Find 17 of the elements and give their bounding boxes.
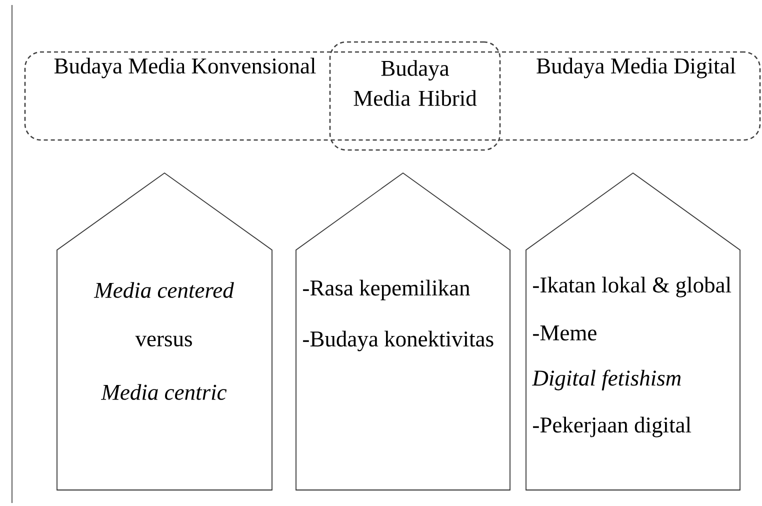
label-text: -Rasa kepemilikan xyxy=(303,280,470,300)
house-shape xyxy=(526,172,740,490)
label-text: Digital fetishism xyxy=(532,370,681,390)
dashed-rounded-box xyxy=(329,41,501,151)
label-text: versus xyxy=(135,336,192,346)
house-shape xyxy=(56,172,272,490)
label-text: Budaya Media Digital xyxy=(536,58,736,78)
label-text: -Pekerjaan digital xyxy=(533,416,692,438)
house-shape xyxy=(296,172,510,490)
label-text: Media centered xyxy=(94,282,234,298)
label-text: -Ikatan lokal & global xyxy=(533,276,732,298)
label-text: Budaya Media Konvensional xyxy=(54,58,316,78)
dashed-rounded-box xyxy=(24,51,761,141)
label-text: Media centric xyxy=(100,384,227,400)
label-text: -Budaya konektivitas xyxy=(303,330,494,352)
label-text: Budaya Media Hibrid xyxy=(354,60,477,106)
label-text: -Meme xyxy=(533,326,596,340)
